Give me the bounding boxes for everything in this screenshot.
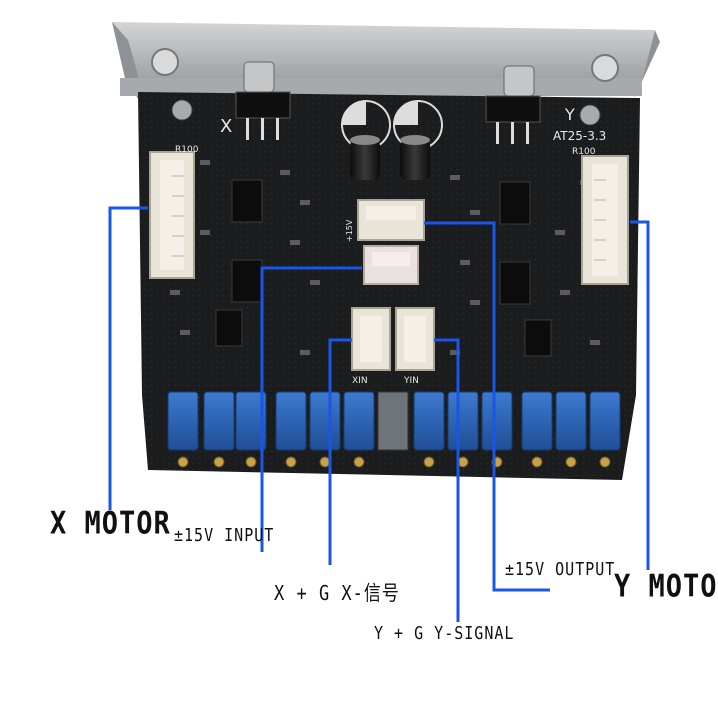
trimmer-pot <box>413 391 445 468</box>
smd-components <box>170 160 600 355</box>
trimmer-pot <box>521 391 553 468</box>
trimmer-pot <box>235 391 267 468</box>
ic-chips <box>215 179 552 357</box>
trimmer-pot <box>589 391 621 468</box>
y-motor-connector <box>581 155 629 285</box>
silk-x-mark: X <box>220 116 232 137</box>
silk-yin: YIN <box>403 376 419 386</box>
power-output-connector <box>357 199 425 241</box>
label-output-15v: ±15V OUTPUT <box>505 558 616 580</box>
capacitors <box>341 100 443 180</box>
leader-y-motor <box>630 220 650 570</box>
leader-output <box>424 221 550 592</box>
power-input-connector <box>363 245 419 285</box>
leader-y-signal <box>434 338 460 622</box>
center-potentiometer <box>377 391 409 451</box>
trimmer-potentiometers <box>167 391 621 468</box>
silk-v-mark: +15V <box>345 219 354 242</box>
leader-x-motor <box>108 206 148 510</box>
trimmer-pot <box>555 391 587 468</box>
regulators <box>235 91 541 144</box>
y-signal-connector <box>395 307 435 371</box>
silk-r-left: R100 <box>175 145 199 155</box>
trimmer-pot <box>447 391 479 468</box>
silk-r-right: R100 <box>572 147 596 157</box>
leader-x-signal <box>328 338 352 565</box>
label-x-motor: X MOTOR <box>50 506 171 542</box>
leader-input <box>260 266 362 552</box>
label-input-15v: ±15V INPUT <box>174 524 275 546</box>
trimmer-pot <box>343 391 375 468</box>
label-y-motor: Y MOTOR <box>614 569 718 605</box>
trimmer-pot <box>275 391 307 468</box>
silk-model: AT25-3.3 <box>553 129 606 143</box>
trimmer-pot <box>203 391 235 468</box>
label-y-signal: Y + G Y-SIGNAL <box>374 622 515 644</box>
label-x-signal: X + G X-信号 <box>274 582 400 606</box>
silk-y-mark: Y <box>564 105 575 124</box>
x-signal-connector <box>351 307 391 371</box>
callout-leader-lines <box>108 206 650 622</box>
silk-xin: XIN <box>352 376 368 386</box>
trimmer-pot <box>309 391 341 468</box>
x-motor-connector <box>149 151 195 279</box>
trimmer-pot <box>481 391 513 468</box>
trimmer-pot <box>167 391 199 468</box>
